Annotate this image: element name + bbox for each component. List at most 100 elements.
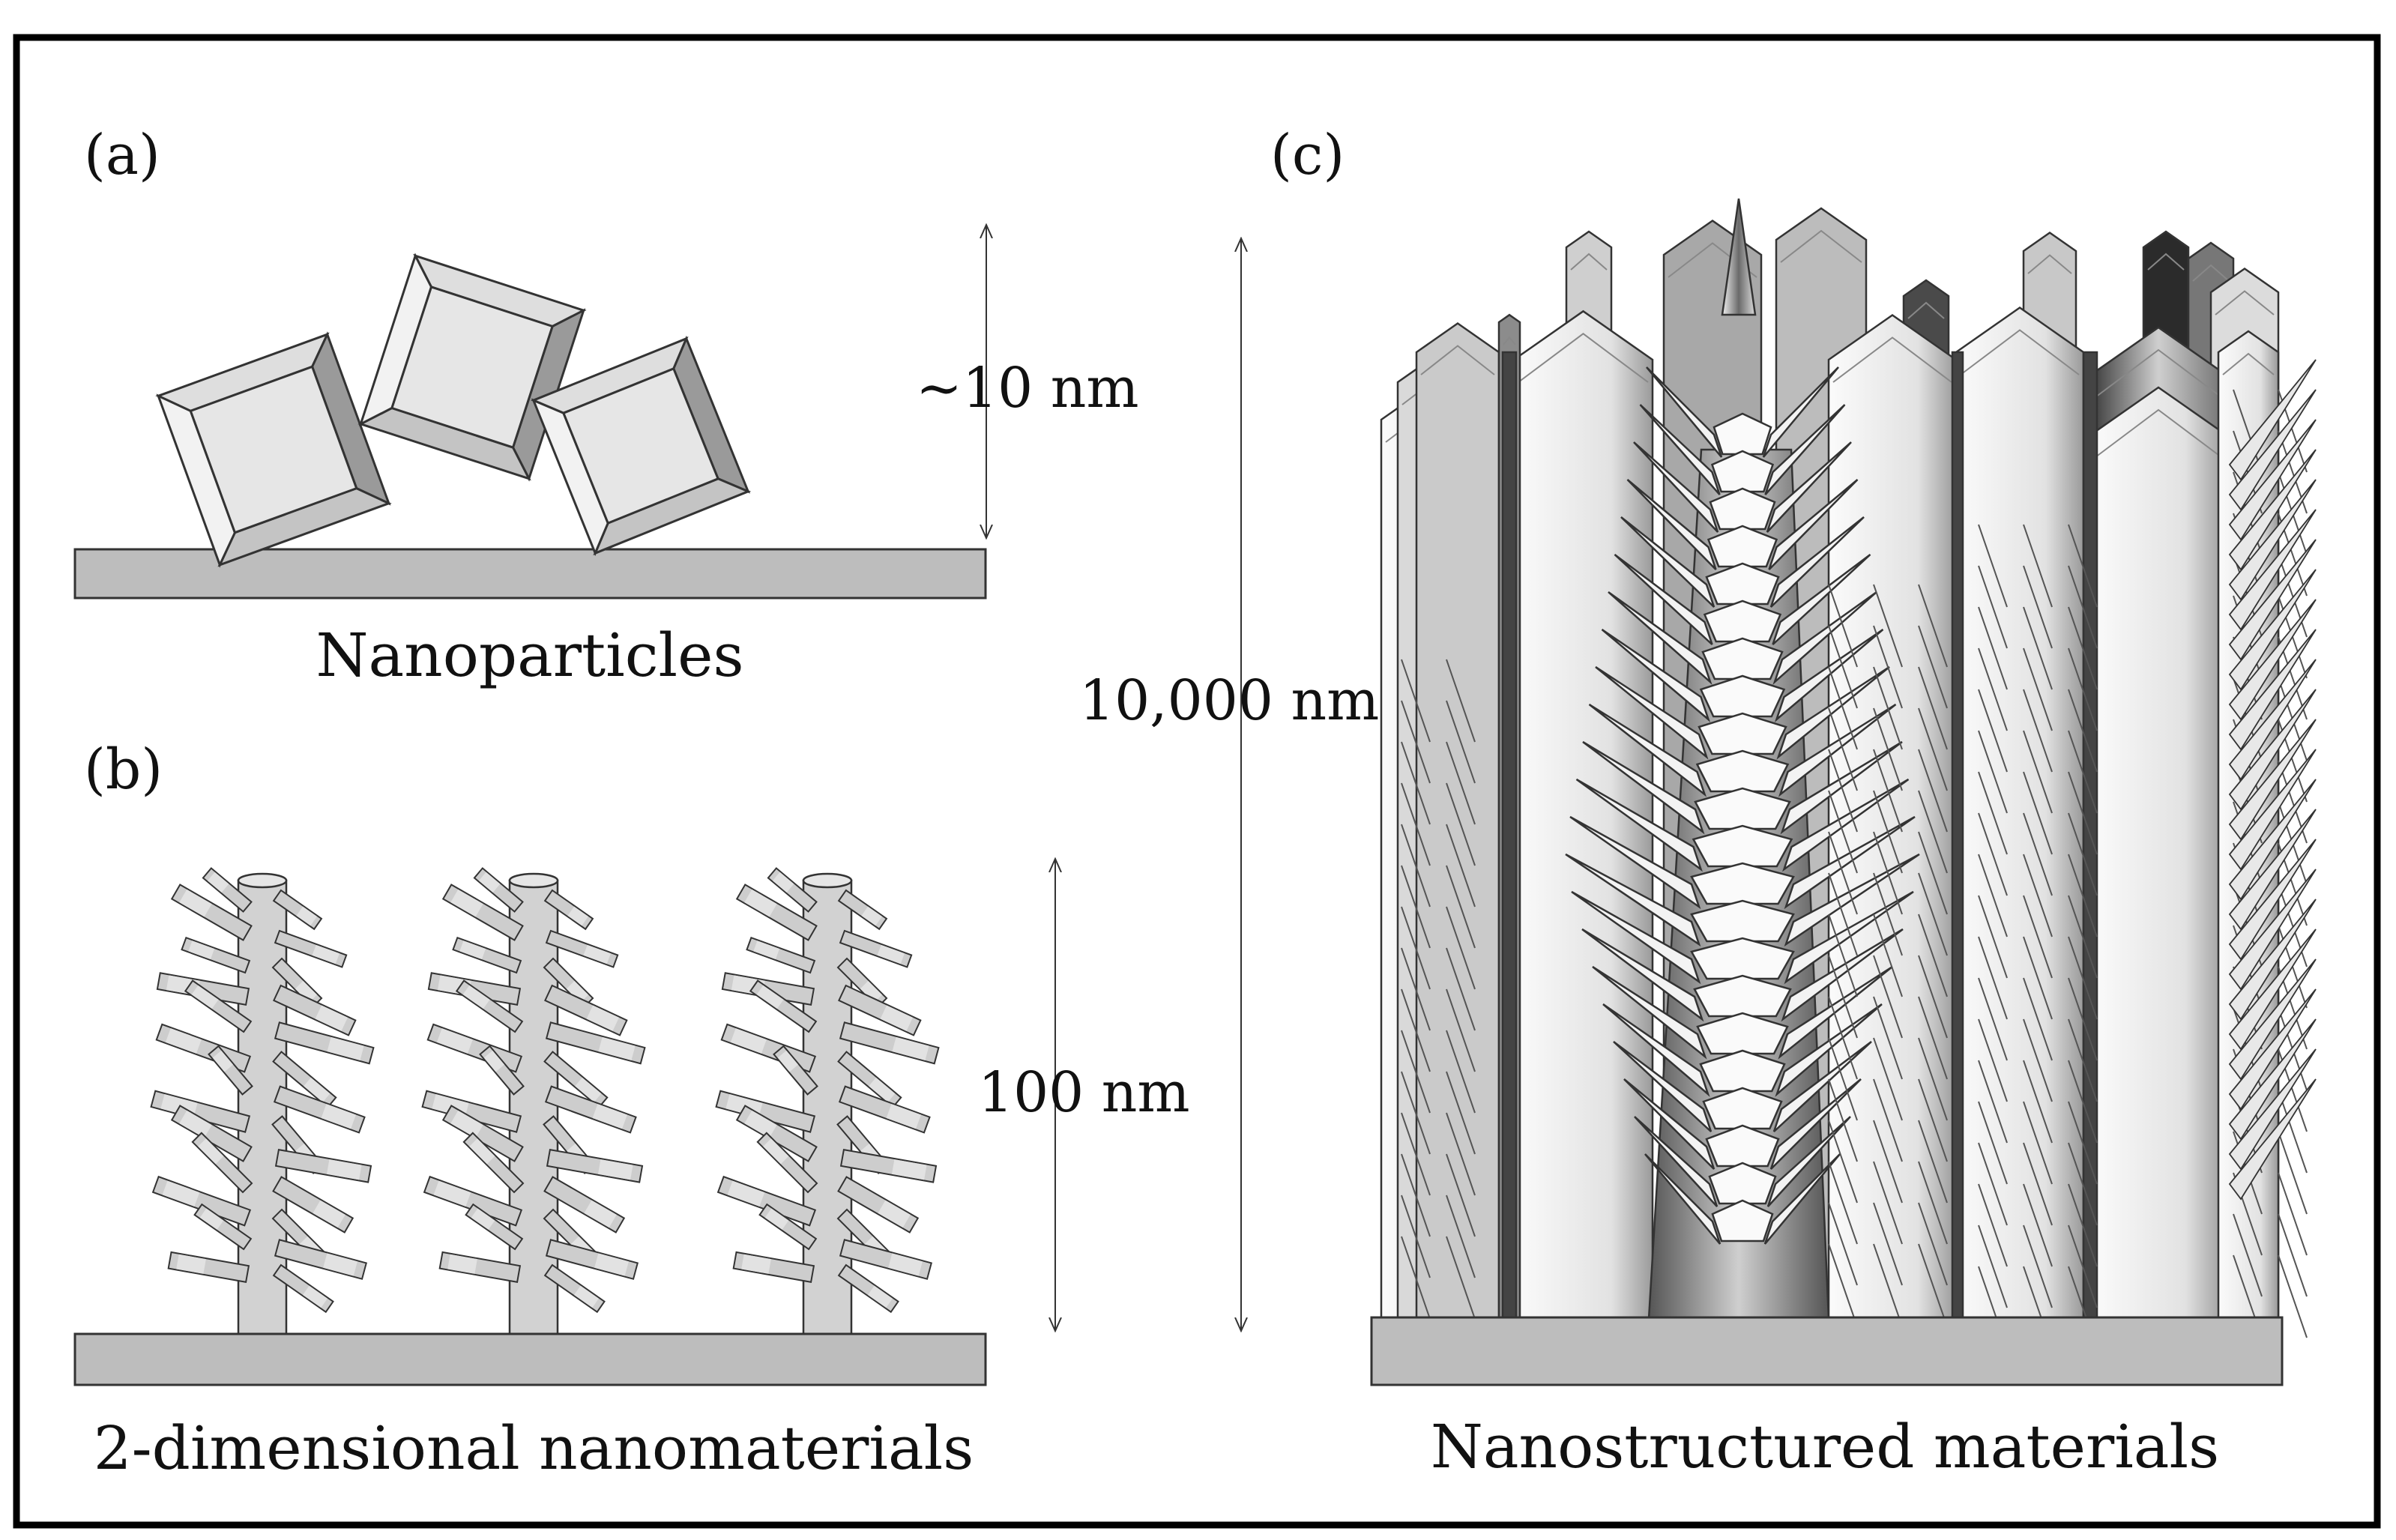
nanowire-tree	[150, 867, 375, 1338]
needle	[1873, 584, 1903, 668]
needle	[1828, 1078, 1858, 1162]
tree-trunk	[508, 879, 559, 1338]
needle	[1918, 831, 1948, 915]
needle	[1873, 1120, 1903, 1204]
needle	[2068, 524, 2098, 608]
needle	[1873, 1202, 1903, 1286]
plate	[1690, 937, 1795, 980]
needle	[1978, 1101, 2008, 1185]
needle	[1446, 1153, 1476, 1237]
needle	[1918, 707, 1948, 791]
branch-highlight	[212, 1050, 233, 1072]
trunk-cap	[508, 872, 559, 889]
branch-highlight	[191, 985, 219, 1009]
fringe-needle	[2228, 988, 2317, 1111]
needle	[1401, 906, 1431, 990]
needle	[1918, 584, 1948, 668]
needle	[1446, 659, 1476, 743]
needle	[1828, 1243, 1858, 1327]
needle	[1828, 625, 1858, 709]
needle	[1828, 707, 1858, 791]
needle	[2023, 1018, 2053, 1102]
branch-highlight	[327, 1036, 364, 1060]
panel-b: (b) 100 nm 2-dimensional nanomaterials	[73, 737, 1190, 1483]
needle	[1446, 865, 1476, 949]
needle	[2023, 977, 2053, 1061]
branch-highlight	[302, 1285, 328, 1308]
needle	[1828, 1161, 1858, 1245]
needle	[1873, 1078, 1903, 1162]
needle	[1873, 831, 1903, 915]
side-leaf	[1633, 441, 1719, 533]
column-facet-line	[2027, 254, 2072, 274]
plate	[1705, 1124, 1780, 1168]
side-leaf	[1763, 1153, 1841, 1245]
needle	[1401, 1112, 1431, 1196]
trunk-cap	[237, 872, 288, 889]
branch-highlight	[176, 1254, 206, 1274]
branch-highlight	[772, 872, 794, 893]
branch-highlight	[891, 1159, 927, 1180]
needle	[1918, 749, 1948, 833]
side-leaf	[1772, 554, 1871, 645]
needle	[1446, 1030, 1476, 1114]
right-needle-fringe	[2228, 359, 2317, 1201]
stacked-plates	[1565, 366, 1920, 1245]
plate	[1710, 450, 1775, 493]
fringe-needle	[2228, 359, 2317, 481]
needle	[2278, 1254, 2308, 1338]
needle	[1446, 1112, 1476, 1196]
plate	[1699, 1049, 1786, 1093]
nanorod-column	[1955, 306, 2085, 1320]
plate	[1709, 487, 1776, 531]
needle	[1446, 906, 1476, 990]
fringe-needle	[2228, 839, 2317, 961]
needle	[2233, 1213, 2263, 1297]
fringe-needle	[2228, 869, 2317, 991]
needle	[2278, 1172, 2308, 1256]
branch-highlight	[756, 985, 784, 1009]
column-gap	[1501, 351, 1518, 1320]
fringe-needle	[2228, 479, 2317, 601]
side-leaf	[1623, 1078, 1715, 1170]
needle	[1873, 914, 1903, 997]
panel-a: (a) ~10 nm Nanoparticles	[73, 123, 1139, 690]
side-leaf	[1571, 890, 1701, 985]
branch-highlight	[436, 1028, 473, 1054]
side-leaf	[1772, 1041, 1872, 1132]
branch-highlight	[764, 1208, 789, 1230]
needle	[1446, 988, 1476, 1072]
branch-highlight	[584, 1200, 617, 1228]
needle	[1918, 790, 1948, 874]
side-leaf	[1601, 628, 1711, 722]
nanoparticle-cube	[155, 331, 392, 568]
branch-highlight	[450, 1110, 483, 1138]
side-leaf	[1766, 1116, 1851, 1207]
needle	[2023, 854, 2053, 937]
branch-highlight	[598, 1036, 636, 1060]
branch-highlight	[860, 980, 883, 1003]
needle	[2023, 565, 2053, 649]
side-leaf	[1639, 404, 1721, 495]
nanoparticle-cube	[530, 335, 752, 557]
side-leaf	[1769, 516, 1865, 608]
needle	[1873, 1161, 1903, 1245]
needle	[1401, 865, 1431, 949]
plate	[1701, 637, 1784, 680]
panel-a-scale-label: ~10 nm	[916, 356, 1139, 420]
fringe-needle	[2228, 958, 2317, 1081]
plate	[1711, 1199, 1774, 1242]
needle	[1873, 1037, 1903, 1121]
panel-a-label: (a)	[84, 123, 160, 187]
cube-top	[189, 365, 358, 534]
fringe-needle	[2228, 1078, 2317, 1201]
needle	[2068, 1018, 2098, 1102]
nanoparticle-cubes	[155, 253, 752, 568]
panel-b-caption: 2-dimensional nanomaterials	[94, 1413, 974, 1483]
nanowire-trees	[150, 867, 940, 1338]
side-leaf	[1608, 591, 1712, 686]
branch-highlight	[867, 1285, 893, 1308]
column-gap	[1951, 351, 1964, 1320]
column-facet-line	[2215, 290, 2275, 315]
